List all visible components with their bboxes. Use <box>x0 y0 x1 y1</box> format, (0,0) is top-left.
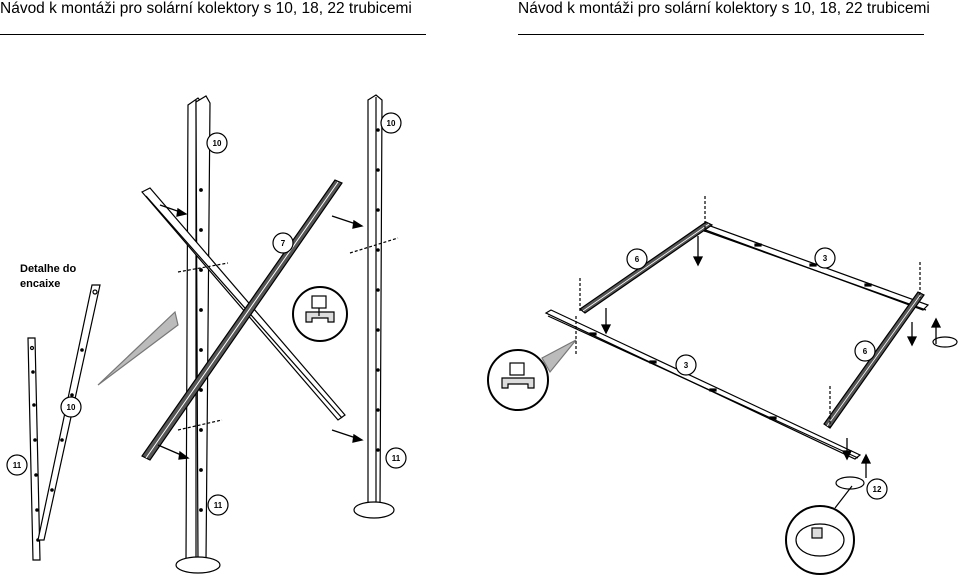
diagonal-brace-2 <box>141 179 343 461</box>
detail-label-line2: encaixe <box>20 278 61 290</box>
callout-text: 7 <box>281 239 286 248</box>
callout-6-b <box>854 340 876 362</box>
callout-text: 11 <box>214 501 223 510</box>
callout-text: 3 <box>684 361 689 370</box>
right-page: Návod k montáži pro solární kolektory s … <box>480 0 960 577</box>
callout-10-b <box>380 112 402 134</box>
detail-label-line1: Detalhe do <box>20 263 77 275</box>
title-underline <box>0 34 426 35</box>
callout-text: 3 <box>823 254 828 263</box>
left-page: Návod k montáži pro solární kolektory s … <box>0 0 426 574</box>
base-frame-diagram: 6 3 3 6 12 <box>487 196 958 575</box>
callout-3-b <box>675 354 697 376</box>
left-cross-rail <box>578 221 714 314</box>
callout-text: 12 <box>873 485 882 494</box>
fastener-detail-circle <box>487 349 549 411</box>
callouts <box>626 247 888 500</box>
callout-11-a <box>6 454 28 476</box>
arrows <box>600 236 942 478</box>
arrows <box>157 204 364 460</box>
callout-6-a <box>626 248 648 270</box>
callout-text: 10 <box>387 119 396 128</box>
callout-10-a <box>206 132 228 154</box>
callout-text: 10 <box>213 139 222 148</box>
foot-front <box>835 476 865 490</box>
upright-post-2 <box>353 94 395 519</box>
bolt-guides <box>575 196 921 428</box>
callout-3-a <box>814 247 836 269</box>
callout-text: 10 <box>67 403 76 412</box>
callout-text: 6 <box>863 347 868 356</box>
upright-post-1 <box>175 95 221 574</box>
frame-assembly-diagram: 10 7 10 11 10 11 11 <box>6 94 407 574</box>
back-rail <box>698 223 930 311</box>
callout-text: 11 <box>392 454 401 463</box>
bolt-guides <box>177 237 399 431</box>
detail-upright-bar <box>27 337 41 561</box>
detail-label: Detalhe do encaixe <box>20 262 76 292</box>
front-rail <box>544 309 862 460</box>
callouts <box>6 112 407 516</box>
callout-10-c <box>60 396 82 418</box>
right-cross-rail <box>823 291 925 429</box>
zoom-wedge <box>541 339 577 374</box>
callout-text: 6 <box>635 255 640 264</box>
foot-detail-circle <box>785 505 855 575</box>
page-title: Návod k montáži pro solární kolektory s … <box>518 0 930 17</box>
callout-12 <box>866 478 888 500</box>
title-underline <box>518 34 924 35</box>
page-title: Návod k montáži pro solární kolektory s … <box>0 0 412 17</box>
callout-text: 11 <box>13 461 22 470</box>
foot-right <box>932 336 958 348</box>
callout-11-b <box>385 447 407 469</box>
fastener-detail-circle <box>292 286 348 342</box>
zoom-wedge <box>97 310 179 386</box>
callout-7 <box>272 232 294 254</box>
callout-11-c <box>207 494 229 516</box>
diagonal-brace-1 <box>141 187 346 421</box>
